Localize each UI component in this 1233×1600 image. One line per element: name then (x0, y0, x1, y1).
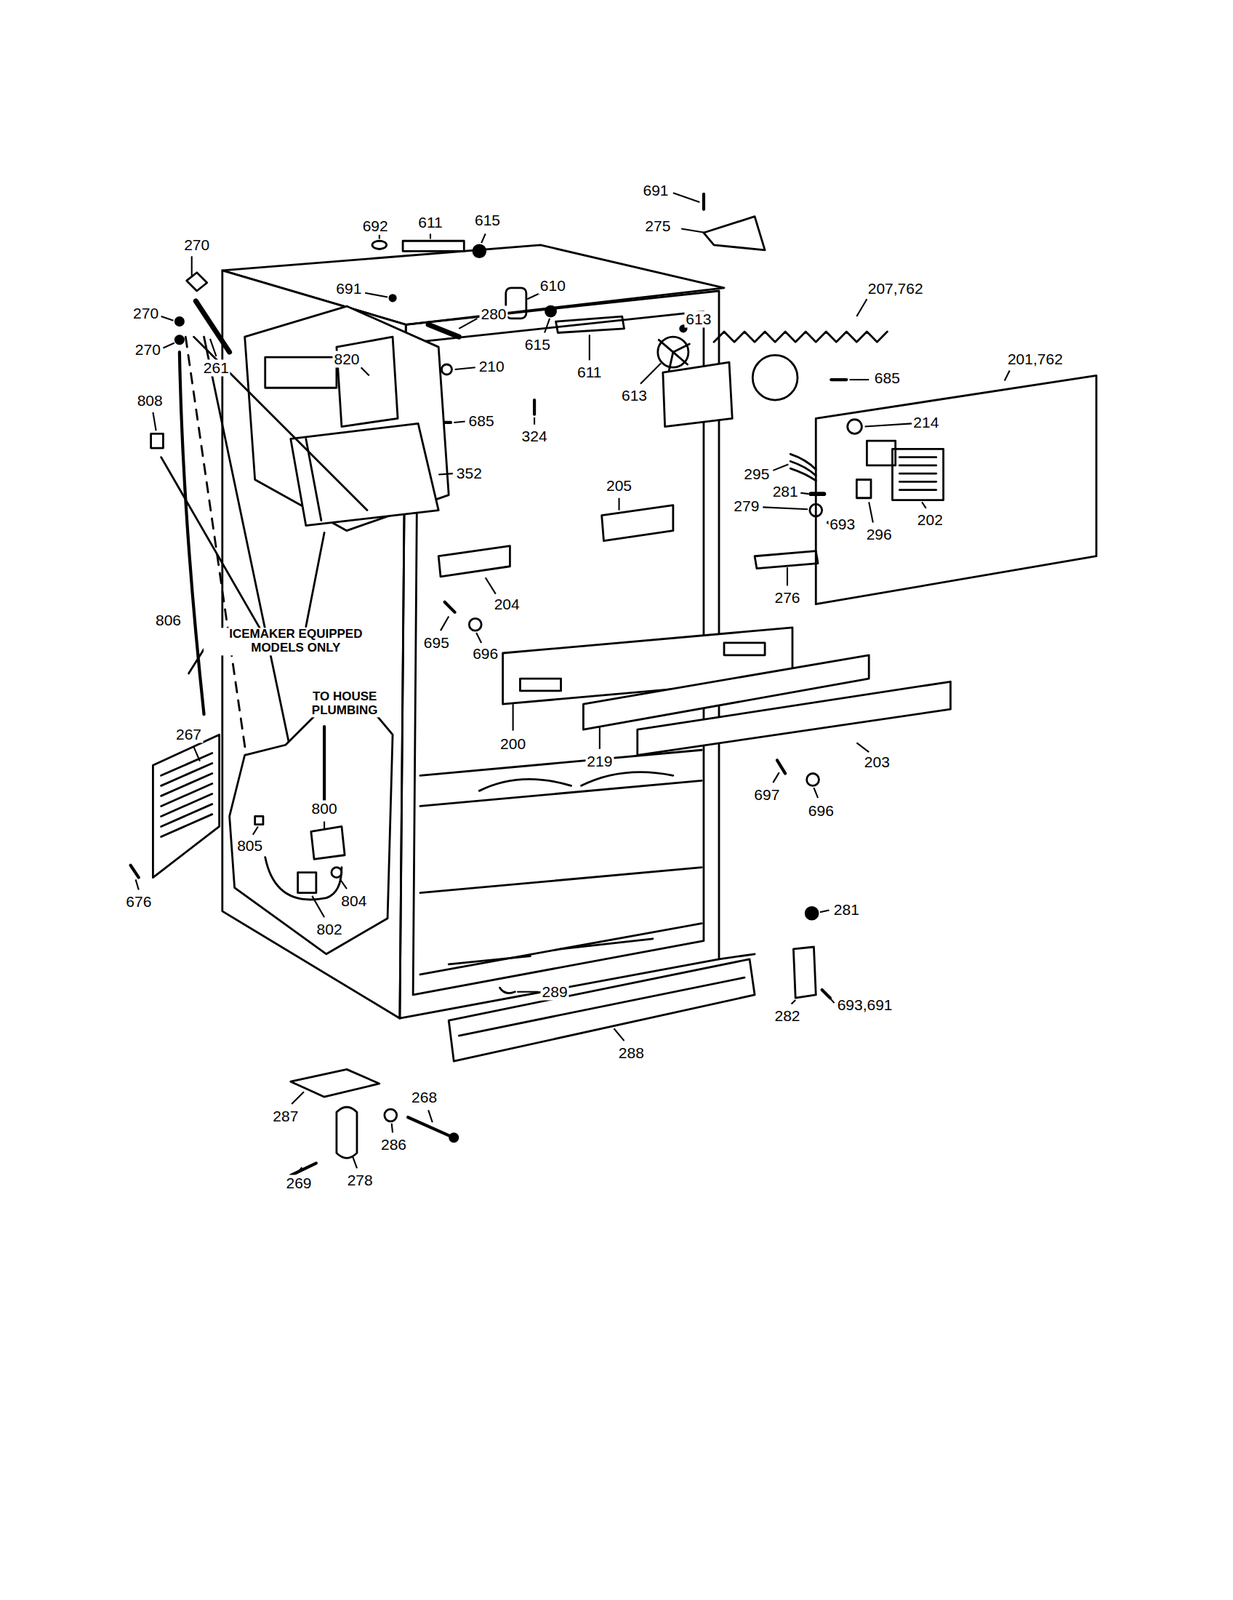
callout-number: 200 (498, 735, 528, 752)
callout-number: 287 (271, 1107, 300, 1124)
callout-number: 205 (604, 476, 634, 494)
callout-number: 295 (742, 466, 771, 483)
callout-number: 808 (135, 392, 165, 410)
callout-number: 693,691 (836, 995, 895, 1013)
callout-number: 696 (471, 645, 500, 663)
callout-number: 278 (346, 1171, 375, 1189)
callout-number: 269 (284, 1174, 313, 1192)
callout-number: 685 (873, 370, 902, 387)
callout-number: 615 (473, 211, 502, 229)
callout-number: 214 (911, 413, 941, 431)
callout-number: 279 (732, 497, 761, 514)
callout-number: 276 (772, 588, 802, 606)
note-text: ICEMAKER EQUIPPED MODELS ONLY (203, 628, 389, 656)
callout-number: 267 (174, 725, 203, 743)
callout-number: 804 (339, 892, 368, 909)
callout-number: 281 (771, 483, 800, 501)
callout-number: 203 (862, 753, 892, 770)
callout-number: 693 (828, 515, 857, 533)
callout-number: 288 (617, 1043, 646, 1061)
callout-number: 280 (479, 306, 508, 323)
callout-number: 692 (361, 218, 390, 235)
callout-number: 613 (620, 387, 649, 405)
callout-number: 270 (131, 304, 160, 322)
callout-number: 802 (315, 920, 344, 938)
callout-number: 219 (585, 752, 614, 770)
callout-number: 691 (334, 279, 363, 297)
note-text: TO HOUSE PLUMBING (299, 689, 390, 717)
callout-number: 210 (477, 357, 506, 375)
callout-number: 261 (202, 359, 231, 377)
callout-number: 296 (865, 526, 894, 544)
callout-number: 289 (540, 982, 570, 1000)
callout-number: 697 (752, 785, 781, 803)
callout-number: 286 (379, 1135, 408, 1153)
callout-number: 676 (124, 893, 153, 911)
callout-number: 611 (416, 213, 444, 231)
callout-number: 270 (182, 236, 211, 253)
callout-number: 282 (772, 1007, 802, 1025)
callout-number: 613 (684, 311, 713, 328)
callout-number: 207,762 (866, 279, 925, 297)
callout-number: 201,762 (1006, 350, 1065, 368)
callout-number: 352 (455, 464, 484, 482)
callout-number: 275 (643, 218, 672, 235)
callout-number: 691 (641, 182, 670, 200)
callout-number: 805 (235, 836, 264, 854)
callout-number: 204 (492, 595, 522, 613)
callout-number: 281 (832, 901, 861, 919)
callout-number: 324 (520, 428, 549, 445)
callout-number: 820 (332, 350, 361, 368)
callout-number: 685 (467, 412, 496, 430)
callout-number: 611 (575, 363, 603, 381)
callout-number: 202 (916, 511, 945, 529)
callout-number: 806 (154, 611, 183, 629)
callout-number: 695 (422, 633, 451, 651)
callout-number: 615 (523, 336, 552, 354)
callout-number: 610 (538, 276, 568, 294)
callout-number: 270 (133, 341, 163, 359)
callout-number: 800 (310, 800, 339, 818)
callout-number: 268 (410, 1089, 439, 1106)
callout-number: 696 (806, 802, 836, 820)
